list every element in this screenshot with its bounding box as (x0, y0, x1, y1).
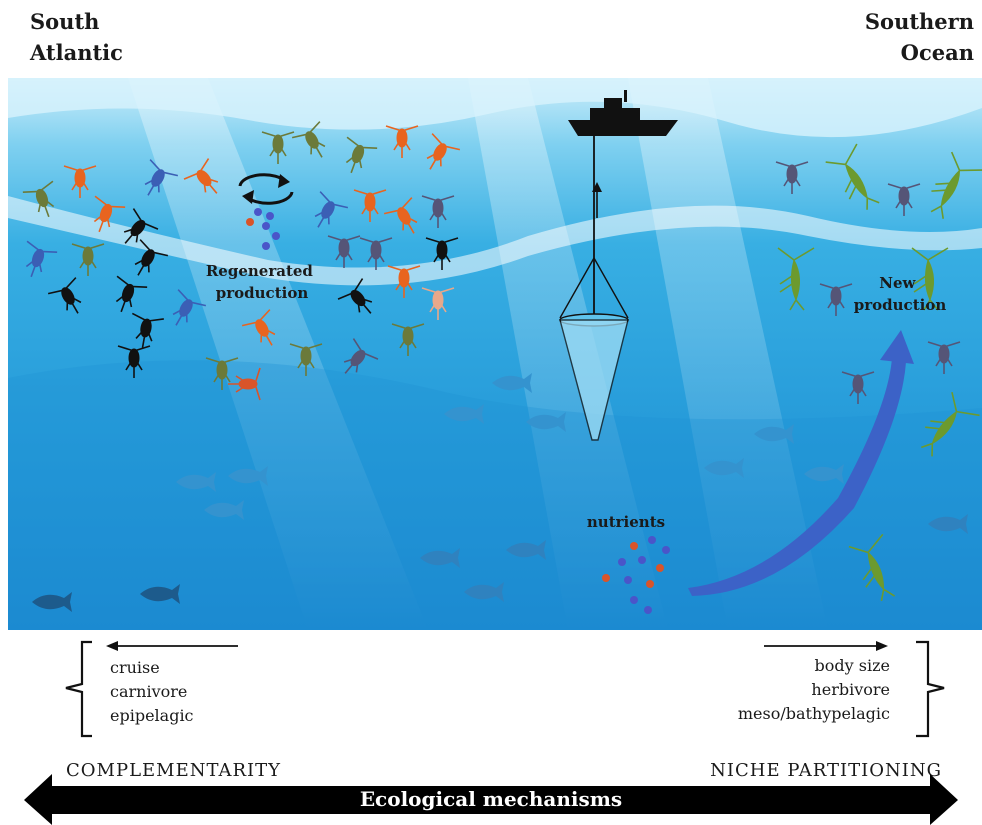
left-bracket (66, 642, 92, 736)
right-bracket (916, 642, 944, 736)
region-label-southern-ocean: Southern Ocean (865, 6, 974, 68)
trait-item: herbivore (738, 678, 890, 702)
region-label-line: South (30, 6, 123, 37)
region-label-line: Ocean (865, 37, 974, 68)
trait-item: body size (738, 654, 890, 678)
right-trait-list: body size herbivore meso/bathypelagic (738, 654, 890, 726)
nutrients-label: nutrients (587, 513, 665, 531)
trait-item: carnivore (110, 680, 194, 704)
ocean-scene: Regenerated production New production nu… (8, 78, 982, 630)
region-label-line: Southern (865, 6, 974, 37)
mechanism-axis-title: Ecological mechanisms (0, 787, 982, 811)
left-trait-list: cruise carnivore epipelagic (110, 656, 194, 728)
trait-item: cruise (110, 656, 194, 680)
left-arrow-head-icon (106, 641, 118, 651)
right-arrow-head-icon (876, 641, 888, 651)
trait-item: meso/bathypelagic (738, 702, 890, 726)
region-label-south-atlantic: South Atlantic (30, 6, 123, 68)
region-label-line: Atlantic (30, 37, 123, 68)
trait-item: epipelagic (110, 704, 194, 728)
